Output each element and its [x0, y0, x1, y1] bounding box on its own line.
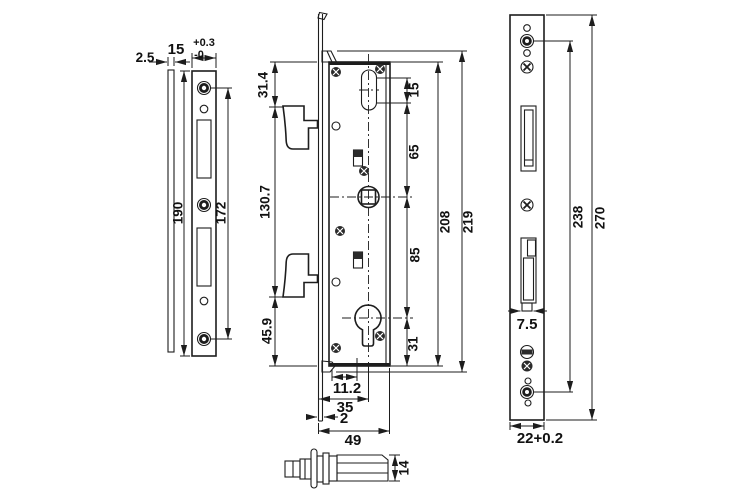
dim-label-backset: 35	[337, 399, 354, 416]
slotted-screw	[519, 344, 535, 360]
dim-label-strike-width-tol-minus: -0	[194, 49, 204, 61]
dim-label-pin-diameter: 14	[397, 460, 412, 476]
case-screw	[331, 343, 341, 353]
oval-slot	[360, 69, 378, 111]
case-screw	[359, 166, 369, 176]
dim-label-hook-spacing: 130.7	[258, 185, 273, 219]
strike-plate-view: 2.5 15 +0.3 -0 190 172	[136, 37, 232, 357]
case-screw	[331, 67, 341, 77]
dim-label-strike-thickness: 2.5	[136, 50, 155, 65]
screw-hole-middle	[196, 197, 212, 213]
pin-body	[336, 454, 389, 482]
dim-label-faceplate-hole-spacing: 238	[571, 205, 586, 228]
dim-label-case-height: 208	[438, 210, 453, 233]
case-hole	[331, 121, 341, 131]
rivet-hole	[524, 377, 532, 385]
dim-label-top-to-hook: 31.4	[256, 71, 271, 98]
rivet-hole	[524, 399, 532, 407]
dim-label-strike-width-tol-plus: +0.3	[193, 37, 215, 49]
case-screw	[335, 226, 345, 236]
dim-label-overall-height: 219	[461, 211, 476, 234]
dim-label-case-depth: 49	[345, 432, 362, 449]
hook-body-face	[522, 257, 535, 301]
screw-hole-bottom	[519, 384, 535, 400]
faceplate-outline	[509, 14, 545, 421]
screw-hole-top	[196, 80, 212, 96]
collar	[316, 455, 324, 483]
dim-label-faceplate-width: 22+0.2	[517, 430, 563, 447]
dim-label-cylinder-to-bottom: 31	[406, 336, 421, 352]
screw-hole-top	[519, 33, 535, 49]
faceplate-top-tab	[317, 11, 328, 21]
phillips-screw	[520, 60, 534, 74]
bottom-mounting-tab	[321, 360, 336, 373]
dim-label-slot-length: 15	[407, 82, 422, 98]
rivet-hole	[523, 49, 531, 57]
dim-label-slot-width: 7.5	[517, 316, 538, 333]
spindle-hub	[357, 185, 380, 209]
cross-pin	[310, 448, 318, 489]
spindle-square-hole	[360, 189, 377, 205]
dim-label-offset: 11.2	[333, 380, 361, 397]
dim-label-spindle-to-cylinder: 85	[408, 247, 423, 263]
phillips-screw	[520, 198, 534, 212]
pin-hole	[199, 104, 209, 114]
faceplate-view: 7.5 22+0.2 238 270	[508, 14, 608, 447]
latch-pin-view: 14	[284, 448, 412, 489]
phillips-screw	[521, 360, 533, 372]
rivet-hole	[523, 24, 531, 32]
hook-bolt-top	[282, 105, 319, 150]
collar	[328, 455, 338, 482]
euro-cylinder-hole	[354, 304, 382, 347]
case-hole	[331, 277, 341, 287]
dim-label-faceplate-thickness: 2	[340, 410, 348, 427]
hook-tip-face	[526, 239, 537, 257]
flange	[322, 452, 330, 485]
screw-hole-bottom	[196, 331, 212, 347]
latch-bolt-face	[523, 109, 534, 167]
dim-label-strike-width: 15	[168, 41, 185, 58]
dim-label-slot-to-spindle: 65	[407, 144, 422, 160]
hook-bolt-bottom	[282, 253, 319, 298]
case-screw	[375, 331, 385, 341]
dim-label-strike-length: 190	[171, 202, 186, 225]
dim-label-strike-hole-spacing: 172	[214, 202, 229, 225]
strike-plate-side-view	[167, 69, 175, 353]
pin-hole	[199, 296, 209, 306]
latch-slot	[520, 105, 537, 172]
case-screw	[375, 64, 385, 74]
latch-cutout-top	[196, 119, 212, 179]
guide-tab	[521, 302, 533, 312]
dim-label-faceplate-length: 270	[593, 207, 608, 230]
latch-cutout-bottom	[196, 227, 212, 287]
strike-plate-front-view	[191, 70, 217, 357]
lock-body-view: 31.4 130.7 45.9 15 65 85 31 208 219 11.2…	[256, 11, 476, 449]
dim-label-hook-to-bottom: 45.9	[260, 318, 275, 344]
